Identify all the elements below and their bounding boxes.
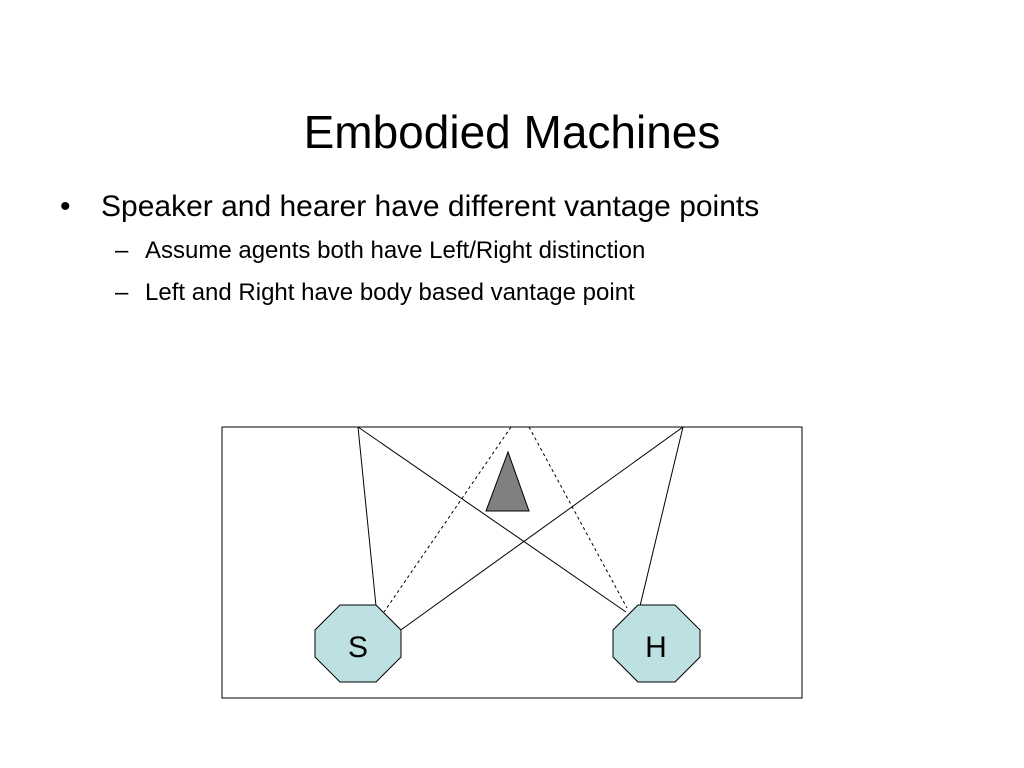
bullet-marker: • [60, 190, 71, 223]
bullet-text: Speaker and hearer have different vantag… [101, 190, 760, 223]
speaker-object-sight-line [383, 426, 512, 613]
sub-bullet-text: Left and Right have body based vantage p… [145, 279, 635, 306]
slide-title: Embodied Machines [303, 106, 721, 158]
speaker-label: S [348, 631, 368, 664]
sub-bullet-text: Assume agents both have Left/Right disti… [145, 237, 646, 264]
object-triangle [485, 450, 530, 512]
sub-bullet-marker: – [115, 279, 129, 306]
sub-bullet-marker: – [115, 237, 129, 264]
hearer-right-sight-line [357, 426, 627, 613]
speaker-left-sight-line [357, 426, 377, 607]
speaker-right-sight-line [397, 426, 684, 633]
speaker-octagon [314, 604, 402, 683]
hearer-label: H [645, 631, 667, 664]
hearer-object-sight-line [528, 426, 628, 609]
hearer-octagon [612, 604, 701, 683]
bullet-list: • Speaker and hearer have different vant… [60, 190, 760, 306]
hearer-left-sight-line [639, 426, 684, 607]
